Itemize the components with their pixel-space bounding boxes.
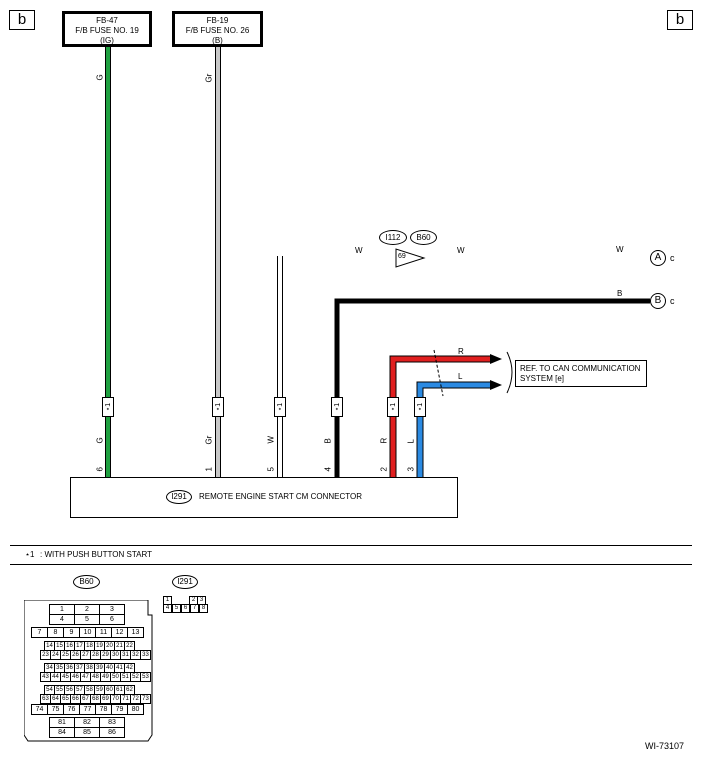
pin-number-4: 4 bbox=[323, 467, 333, 472]
wire-l bbox=[417, 382, 490, 477]
b60-pin-79: 79 bbox=[111, 704, 128, 715]
wire-g-label: G bbox=[95, 437, 105, 444]
wire-r-outline bbox=[389, 355, 490, 477]
b60-pin-13: 13 bbox=[127, 627, 144, 638]
b60-pin-84: 84 bbox=[49, 727, 75, 738]
corner-marker-left: b bbox=[9, 10, 35, 30]
wire-l-label: L bbox=[406, 439, 416, 444]
b60-pin-9: 9 bbox=[63, 627, 80, 638]
pin-number-3: 3 bbox=[406, 467, 416, 472]
wire-g-top-label: G bbox=[95, 74, 105, 81]
connector-tag-b60-junction: B60 bbox=[410, 230, 437, 245]
b60-pin-77: 77 bbox=[79, 704, 96, 715]
b60-pin-85: 85 bbox=[74, 727, 100, 738]
connector-view-i291-tag: I291 bbox=[172, 575, 198, 589]
b60-pin-76: 76 bbox=[63, 704, 80, 715]
b60-pin-6: 6 bbox=[99, 614, 125, 625]
figure-id: WI-73107 bbox=[645, 741, 685, 751]
i291-pin-4: 4 bbox=[163, 604, 172, 613]
fuse-fb19-line1: FB-19 bbox=[206, 16, 229, 25]
note-text: : WITH PUSH BUTTON START bbox=[40, 550, 153, 559]
b60-pin-53: 53 bbox=[140, 672, 151, 682]
wire-b bbox=[334, 298, 650, 477]
b60-pin-5: 5 bbox=[74, 614, 100, 625]
wire-w-label: W bbox=[266, 435, 276, 444]
connector-name: REMOTE ENGINE START CM CONNECTOR bbox=[199, 492, 362, 501]
destination-b-suffix: c bbox=[670, 296, 675, 306]
connector-tag-i291: I291 bbox=[166, 490, 192, 504]
b60-pin-74: 74 bbox=[31, 704, 48, 715]
b60-pin-78: 78 bbox=[95, 704, 112, 715]
i291-pin-5: 5 bbox=[172, 604, 181, 613]
wire-b-label: B bbox=[323, 438, 333, 444]
pin-number-1: 1 bbox=[204, 467, 214, 472]
connector-view-b60-tag: B60 bbox=[73, 575, 100, 589]
option-mark-w: ⋆1 bbox=[274, 397, 286, 417]
corner-marker-right: b bbox=[667, 10, 693, 30]
can-reference-line1: REF. TO CAN COMMUNICATION bbox=[520, 364, 641, 373]
fuse-fb47-line3: (IG) bbox=[100, 36, 114, 45]
i291-pin-7: 7 bbox=[190, 604, 199, 613]
option-mark-gr: ⋆1 bbox=[212, 397, 224, 417]
fuse-fb19-line2: F/B FUSE NO. 26 bbox=[185, 26, 250, 35]
divider-top bbox=[10, 545, 692, 546]
wire-l-outline bbox=[416, 381, 490, 477]
b60-pin-10: 10 bbox=[79, 627, 96, 638]
b60-pin-8: 8 bbox=[47, 627, 64, 638]
arrow-l bbox=[490, 380, 502, 390]
i291-pin-6: 6 bbox=[181, 604, 190, 613]
wire-w-right-label: W bbox=[616, 245, 624, 254]
wire-gr-label: Gr bbox=[204, 435, 214, 445]
can-reference-line2: SYSTEM [e] bbox=[520, 374, 565, 383]
divider-bottom bbox=[10, 564, 692, 565]
pin-number-2: 2 bbox=[379, 467, 389, 472]
b60-pin-11: 11 bbox=[95, 627, 112, 638]
b60-pin-7: 7 bbox=[31, 627, 48, 638]
fuse-fb47-line2: F/B FUSE NO. 19 bbox=[75, 26, 139, 35]
note-mark: ⋆1 bbox=[25, 550, 35, 559]
twist-mark bbox=[433, 349, 444, 397]
wire-w-left-label: W bbox=[355, 246, 363, 255]
b60-pin-75: 75 bbox=[47, 704, 64, 715]
b60-pin-73: 73 bbox=[140, 694, 151, 704]
b60-pin-80: 80 bbox=[127, 704, 144, 715]
can-reference-box: REF. TO CAN COMMUNICATION SYSTEM [e] bbox=[515, 360, 647, 387]
wire-r-right-label: R bbox=[458, 347, 464, 356]
fuse-box-fb19: FB-19 F/B FUSE NO. 26 (B) bbox=[172, 11, 263, 47]
junction-triangle bbox=[395, 248, 426, 268]
fuse-fb19-line3: (B) bbox=[212, 36, 223, 45]
wire-r bbox=[390, 356, 490, 477]
fuse-box-fb47: FB-47 F/B FUSE NO. 19 (IG) bbox=[62, 11, 152, 47]
option-mark-l: ⋆1 bbox=[414, 397, 426, 417]
ref-bracket bbox=[506, 351, 513, 394]
destination-a-suffix: c bbox=[670, 253, 675, 263]
b60-pin-86: 86 bbox=[99, 727, 125, 738]
wire-b-right-label: B bbox=[617, 289, 623, 298]
remote-engine-start-connector bbox=[70, 477, 458, 518]
i291-pin-8: 8 bbox=[199, 604, 208, 613]
option-mark-b: ⋆1 bbox=[331, 397, 343, 417]
b60-pin-33: 33 bbox=[140, 650, 151, 660]
wire-l-right-label: L bbox=[458, 372, 463, 381]
pin-number-5: 5 bbox=[266, 467, 276, 472]
wire-r-label: R bbox=[379, 437, 389, 444]
b60-pin-12: 12 bbox=[111, 627, 128, 638]
arrow-r bbox=[490, 354, 502, 364]
pin-number-6: 6 bbox=[95, 467, 105, 472]
destination-b-circle: B bbox=[650, 293, 666, 309]
destination-a-circle: A bbox=[650, 250, 666, 266]
junction-pin-69: 69 bbox=[398, 253, 406, 260]
fuse-fb47-line1: FB-47 bbox=[96, 16, 118, 25]
b60-pin-4: 4 bbox=[49, 614, 75, 625]
option-mark-r: ⋆1 bbox=[387, 397, 399, 417]
wire-gr-top-label: Gr bbox=[204, 73, 214, 83]
option-mark-g: ⋆1 bbox=[102, 397, 114, 417]
connector-tag-i112: I112 bbox=[379, 230, 407, 245]
wire-w-mid-label: W bbox=[457, 246, 465, 255]
